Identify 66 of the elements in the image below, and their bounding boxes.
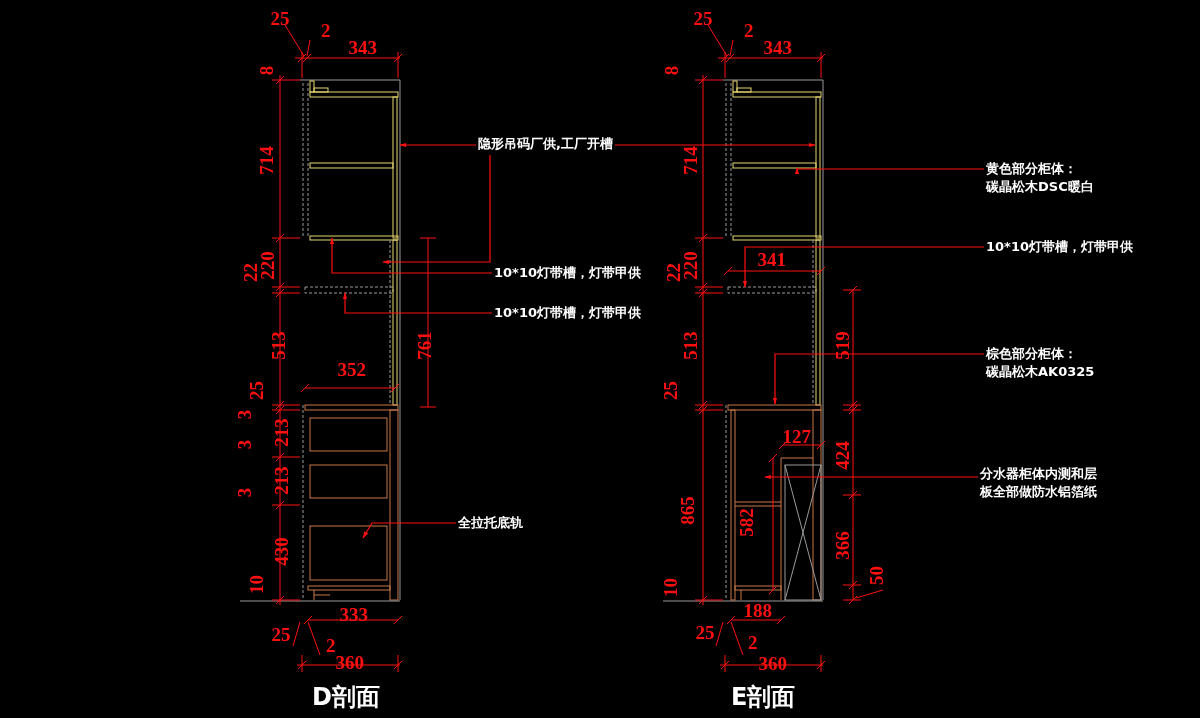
dimension-text: 50 xyxy=(866,565,886,585)
dimension-text: 513 xyxy=(268,330,288,360)
dimension-text: 761 xyxy=(414,330,434,360)
dimension-text: 865 xyxy=(677,495,697,525)
dimension-text: 22 xyxy=(240,262,260,282)
dimension-text: 25 xyxy=(246,380,266,400)
dimension-text: 2 xyxy=(321,20,331,40)
dimension-text: 333 xyxy=(339,604,368,624)
dimension-text: 360 xyxy=(758,653,787,673)
dimension-text: 714 xyxy=(680,145,700,175)
dimension-text: 8 xyxy=(662,65,682,75)
dimension-text: 213 xyxy=(271,417,291,447)
dimension-text: 2 xyxy=(748,632,758,652)
dimension-text: 10 xyxy=(246,574,266,594)
dimension-text: 430 xyxy=(271,536,291,566)
dimension-text: 3 xyxy=(235,439,255,449)
dimension-text: 8 xyxy=(257,65,277,75)
dimension-text: 582 xyxy=(736,507,756,537)
leader-line xyxy=(772,353,985,405)
dimension-text: 25 xyxy=(660,380,680,400)
dimension-text: 3 xyxy=(235,409,255,419)
dimension-text: 366 xyxy=(832,530,852,560)
callout-text: 黄色部分柜体：碳晶松木DSC暖白 xyxy=(986,160,1111,196)
leader-line xyxy=(362,522,457,539)
section-title: E剖面 xyxy=(731,682,796,713)
dimension-text: 220 xyxy=(257,250,277,280)
leader-line xyxy=(764,474,979,480)
dimension-text: 513 xyxy=(680,330,700,360)
dimension-text: 25 xyxy=(695,622,715,642)
dimension-text: 10 xyxy=(660,577,680,597)
dimension-text: 25 xyxy=(270,8,290,28)
dimension-text: 341 xyxy=(757,249,786,269)
dimension-text: 25 xyxy=(693,8,713,28)
dimension-text: 343 xyxy=(763,37,792,57)
section-title: D剖面 xyxy=(312,682,380,713)
callout-text: 棕色部分柜体：碳晶松木AK0325 xyxy=(986,345,1111,381)
dimension-text: 188 xyxy=(743,600,772,620)
dimension-text: 2 xyxy=(326,635,336,655)
leader-line xyxy=(382,154,491,265)
leader-line xyxy=(614,142,816,148)
callout-text: 全拉托底轨 xyxy=(458,514,523,532)
leader-line xyxy=(742,246,985,288)
dimension-text: 22 xyxy=(663,262,683,282)
dimension-text: 519 xyxy=(832,330,852,360)
dimension-text: 3 xyxy=(235,487,255,497)
dimension-text: 343 xyxy=(348,37,377,57)
cabinet-section-drawing xyxy=(239,79,401,602)
callout-text: 10*10灯带槽，灯带甲供 xyxy=(494,264,641,282)
dimension-text: 360 xyxy=(335,652,364,672)
dimension-text: 2 xyxy=(744,20,754,40)
callout-text: 10*10灯带槽，灯带甲供 xyxy=(986,238,1133,256)
dimension-text: 25 xyxy=(271,624,291,644)
dimension-text: 714 xyxy=(256,145,276,175)
callout-text: 10*10灯带槽，灯带甲供 xyxy=(494,304,641,322)
leader-line xyxy=(794,167,985,175)
dimension-text: 220 xyxy=(680,250,700,280)
dimension-text: 352 xyxy=(337,359,366,379)
callout-text: 分水器柜体内测和层板全部做防水铝箔纸 xyxy=(980,465,1102,501)
leader-line xyxy=(342,292,493,314)
cabinet-section-drawing xyxy=(662,79,824,602)
dimension-text: 127 xyxy=(782,426,811,446)
leader-line xyxy=(399,142,477,148)
dimension-text: 424 xyxy=(832,440,852,470)
leader-line xyxy=(329,237,493,274)
callout-text: 隐形吊码厂供,工厂开槽 xyxy=(478,135,613,153)
dimension-text: 213 xyxy=(271,465,291,495)
